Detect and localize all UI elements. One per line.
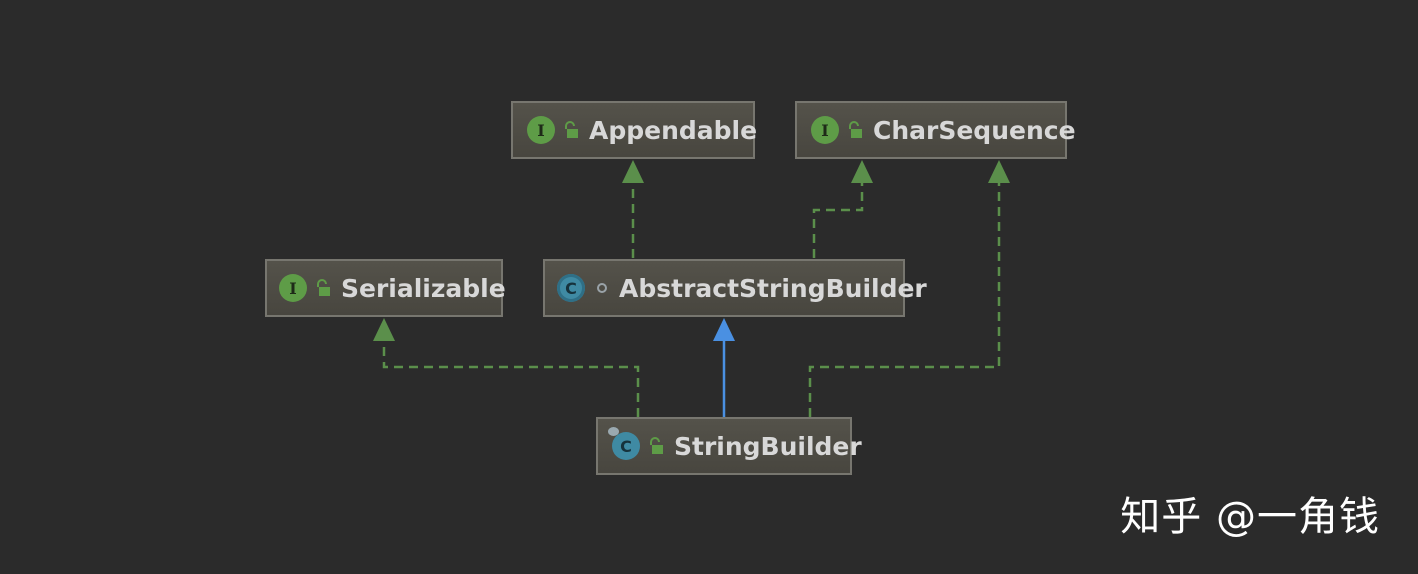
unlocked-padlock-icon <box>650 437 663 454</box>
node-label: CharSequence <box>873 115 1076 145</box>
edge-sb-charsequence <box>808 180 1001 417</box>
arrowhead-charsequence-1 <box>851 160 873 183</box>
node-charsequence[interactable]: I CharSequence <box>795 101 1076 159</box>
arrowhead-asb <box>713 318 735 341</box>
node-label: AbstractStringBuilder <box>619 273 927 303</box>
node-label: StringBuilder <box>674 431 862 461</box>
edge-asb-charsequence <box>812 180 864 258</box>
edge-sb-serializable <box>382 338 640 417</box>
final-class-icon: C <box>608 427 640 460</box>
arrowhead-serializable <box>373 318 395 341</box>
node-serializable[interactable]: I Serializable <box>265 259 506 317</box>
interface-icon: I <box>527 116 555 144</box>
watermark: 知乎 @一角钱 <box>1120 494 1380 540</box>
abstract-class-icon: C <box>557 274 585 302</box>
interface-icon: I <box>279 274 307 302</box>
class-letter: C <box>620 436 632 456</box>
final-marker-icon <box>608 427 619 436</box>
arrowhead-appendable <box>622 160 644 183</box>
unlocked-padlock-icon <box>317 279 330 296</box>
package-private-icon <box>597 283 607 293</box>
node-label: Serializable <box>341 273 506 303</box>
unlocked-padlock-icon <box>849 121 862 138</box>
node-label: Appendable <box>589 115 758 145</box>
arrowhead-charsequence-2 <box>988 160 1010 183</box>
unlocked-padlock-icon <box>565 121 578 138</box>
node-abstract-string-builder[interactable]: C AbstractStringBuilder <box>543 259 927 317</box>
node-string-builder[interactable]: C StringBuilder <box>596 417 862 475</box>
interface-icon: I <box>811 116 839 144</box>
node-appendable[interactable]: I Appendable <box>511 101 758 159</box>
